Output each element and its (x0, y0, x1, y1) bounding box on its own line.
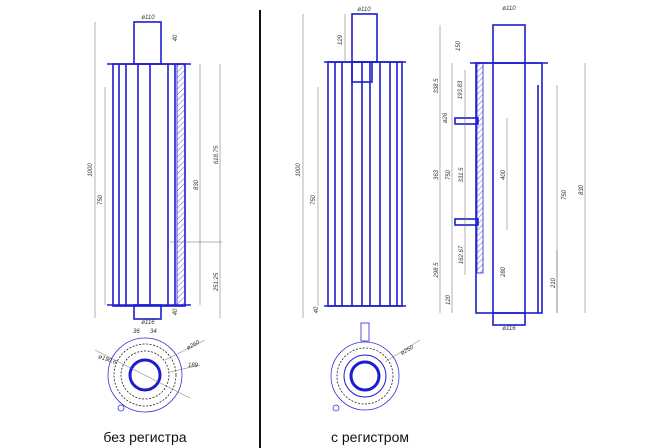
dim-right-j: 280 (501, 266, 507, 278)
dim-left-lower: 251.25 (214, 272, 220, 292)
caption-with-register: с регистром (331, 429, 409, 445)
dim-left-total: 1000 (88, 163, 94, 177)
dim-right-f: 400 (501, 169, 507, 180)
dim-right-top-len: 150 (456, 40, 462, 51)
dim-mid-total: 1000 (296, 163, 302, 177)
dim-right-e: 331.5 (459, 167, 465, 183)
dim-right-a: 338.5 (434, 78, 440, 94)
dim-left-body: 830 (194, 179, 200, 190)
dim-right-c: 363 (434, 169, 440, 180)
dim-mid-section-outer: ø260 (400, 344, 415, 356)
dim-right-top-dia: ø110 (502, 6, 516, 12)
dim-left-section-d1: 36 (133, 329, 140, 335)
dim-right-m: 830 (579, 184, 585, 195)
dim-right-i: 120 (446, 294, 452, 305)
dim-left-top-dia: ø110 (141, 15, 155, 21)
dim-mid-inner: 750 (311, 194, 317, 205)
dim-right-bottom-dia: ø116 (502, 326, 516, 332)
dim-left-section-inner: 189 (188, 363, 199, 369)
middle-elevation (302, 13, 406, 318)
left-section (94, 337, 206, 413)
dim-right-pipe-dia: ø26 (443, 112, 449, 123)
dim-right-d: 750 (446, 169, 452, 180)
right-elevation (439, 24, 586, 326)
dim-right-k: 210 (551, 277, 557, 289)
dim-left-upper: 618.75 (214, 145, 220, 164)
dim-left-section-d2: 34 (150, 329, 157, 335)
dim-mid-top-dia: ø110 (357, 7, 371, 13)
left-elevation (94, 21, 222, 320)
dim-left-top-len: 40 (173, 34, 179, 41)
dim-mid-top-len: 129 (338, 34, 344, 45)
dim-right-h: 298.5 (434, 262, 440, 279)
caption-without-register: без регистра (103, 429, 186, 445)
dim-mid-bottom-len: 40 (314, 306, 320, 313)
dim-left-inner: 750 (98, 194, 104, 205)
dim-right-l: 750 (562, 189, 568, 200)
middle-section (330, 322, 421, 412)
dim-left-section-outer: ø260 (186, 339, 201, 351)
dim-right-g: 162.67 (459, 245, 465, 264)
dim-right-b: 193.83 (458, 80, 464, 99)
dim-left-bottom-dia: ø116 (141, 320, 155, 326)
dim-left-bottom-len: 40 (173, 308, 179, 315)
